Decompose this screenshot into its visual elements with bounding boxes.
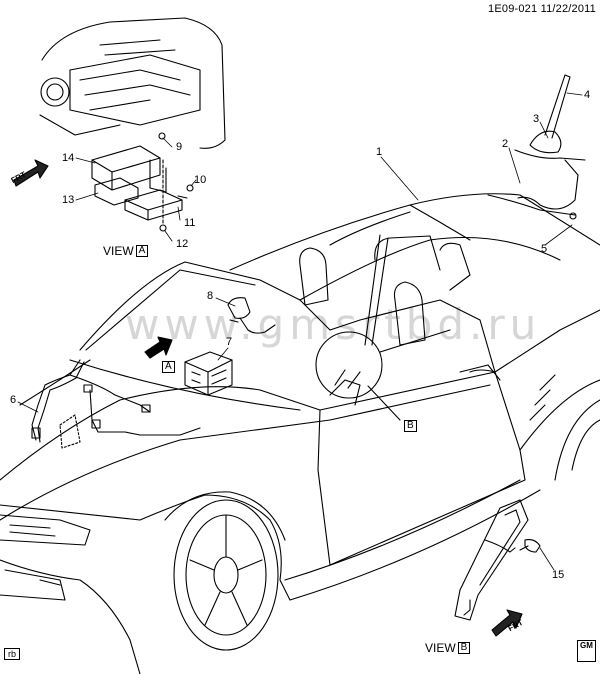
view-a-letter: A <box>135 245 149 257</box>
callout-6: 6 <box>10 394 17 406</box>
callout-9: 9 <box>176 141 183 153</box>
gm-logo: GM <box>577 640 596 662</box>
roof-antenna-assembly <box>487 74 586 220</box>
sensor-8 <box>227 297 276 334</box>
callout-4: 4 <box>584 89 591 101</box>
view-a-dashboard-inset <box>39 17 226 232</box>
callout-14: 14 <box>62 152 75 164</box>
wiring-harness-6 <box>31 359 201 449</box>
callout-13: 13 <box>62 194 75 206</box>
view-b-letter: B <box>457 642 471 654</box>
callout-1: 1 <box>376 146 383 158</box>
corner-code: rb <box>4 648 21 660</box>
callout-15: 15 <box>552 569 565 581</box>
detail-circle-b <box>315 331 401 421</box>
car-body <box>0 193 600 674</box>
marker-a: A <box>162 361 175 373</box>
frt-arrow-a <box>13 159 49 187</box>
callout-5: 5 <box>541 243 548 255</box>
view-b-label: VIEW B <box>425 641 471 655</box>
callout-3: 3 <box>533 113 540 125</box>
frt-arrow-b <box>491 609 523 637</box>
callout-10: 10 <box>194 174 207 186</box>
view-b-word: VIEW <box>425 641 456 655</box>
callout-8: 8 <box>207 290 214 302</box>
module-7 <box>184 351 233 396</box>
view-b-pillar-inset <box>454 499 541 621</box>
view-a-direction-arrow <box>144 336 173 359</box>
callout-12: 12 <box>176 238 189 250</box>
watermark: www.gmsrtbd.ru <box>125 300 542 349</box>
drawing-reference: 1E09-021 11/22/2011 <box>488 3 596 15</box>
callout-7: 7 <box>226 336 233 348</box>
marker-b: B <box>404 420 417 432</box>
callout-2: 2 <box>502 138 509 150</box>
leader-lines <box>17 92 583 571</box>
callout-11: 11 <box>184 217 196 229</box>
view-a-word: VIEW <box>103 244 134 258</box>
view-a-label: VIEW A <box>103 244 149 258</box>
